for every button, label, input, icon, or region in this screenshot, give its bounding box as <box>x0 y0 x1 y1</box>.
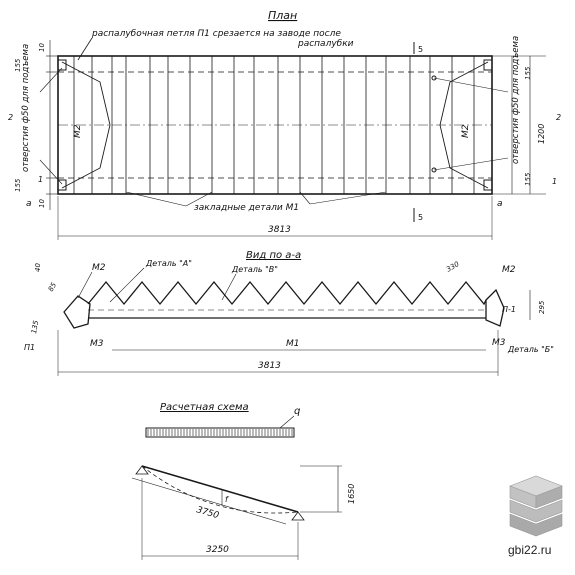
right-hole-note: отверстия ф50 для подъема <box>511 36 521 164</box>
dim-40: 40 <box>34 263 42 272</box>
dim-10-top: 10 <box>38 43 46 52</box>
left-hole-leader-bottom <box>39 159 63 185</box>
dim-330: 330 <box>445 260 461 274</box>
corner-block-br <box>483 179 493 191</box>
section-5-top: 5 <box>418 45 423 54</box>
logo-layer-mid <box>509 499 563 523</box>
left-hole-note: отверстия ф50 для подъема <box>21 44 31 172</box>
dim-3750: 3750 <box>195 505 220 521</box>
dim-3750-line <box>131 477 287 525</box>
load-bar <box>145 427 295 438</box>
left-num-2: 2 <box>8 113 13 122</box>
scheme-title: Расчетная схема <box>160 402 249 413</box>
dim-1200: 1200 <box>537 124 546 144</box>
load-q: q <box>294 406 300 417</box>
plan-view: План распалубочная петля П1 срезается на… <box>8 9 561 240</box>
embedded-label: закладные детали М1 <box>194 203 299 213</box>
plan-m2-left: М2 <box>73 124 83 138</box>
dim-1650: 1650 <box>347 484 356 504</box>
hole-marker-top <box>431 75 437 81</box>
corner-block-bl <box>57 179 67 191</box>
right-end-block <box>485 288 505 327</box>
dim-135: 135 <box>30 319 40 334</box>
view-width-dim: 3813 <box>258 361 281 371</box>
m2-left-leader <box>77 271 93 299</box>
plan-width-dim: 3813 <box>268 225 291 235</box>
m1-label: М1 <box>286 339 300 349</box>
detail-a-label: Деталь "А" <box>145 259 192 268</box>
dim-85: 85 <box>47 281 59 293</box>
corner-block-tr <box>483 59 493 71</box>
load-hatch <box>147 429 293 436</box>
sawtooth-profile <box>87 280 487 306</box>
plan-note-line2: распалубки <box>297 39 354 49</box>
dim-295: 295 <box>538 300 546 314</box>
deflection-f: f <box>225 495 229 504</box>
plan-m2-right: М2 <box>461 124 471 138</box>
embedded-leader <box>125 191 187 207</box>
beam <box>141 465 299 513</box>
right-section-a: а <box>497 199 503 209</box>
support-right <box>291 511 305 521</box>
plan-title: План <box>268 9 297 22</box>
side-view: Вид по а-а М2 Деталь "А" Деталь "В" М2 П… <box>24 250 554 376</box>
right-hole-leader-top <box>433 77 509 93</box>
embedded-leader <box>309 191 387 205</box>
detail-b-label: Деталь "В" <box>231 265 278 274</box>
load-q-leader <box>279 415 295 429</box>
right-lift-strap <box>439 61 489 189</box>
dim-3250: 3250 <box>206 545 229 555</box>
support-left <box>135 465 149 475</box>
left-lift-strap <box>61 61 111 189</box>
left-section-a: а <box>26 199 32 209</box>
detail-v-label: Деталь "Б" <box>507 345 554 354</box>
hole-marker-bottom <box>431 167 437 173</box>
corner-block-tl <box>57 59 67 71</box>
m3-right-label: М3 <box>492 338 506 348</box>
left-hole-leader-top <box>39 67 63 93</box>
left-num-1: 1 <box>38 175 43 184</box>
p1-left-label: П1 <box>24 343 35 352</box>
embedded-leader <box>185 191 213 207</box>
plan-note-line1: распалубочная петля П1 срезается на заво… <box>91 29 341 39</box>
view-title: Вид по а-а <box>246 250 301 261</box>
logo-layer-bottom <box>509 513 563 537</box>
right-hole-leader-bottom <box>433 157 509 171</box>
right-num-2: 2 <box>556 113 561 122</box>
detail-a-leader <box>109 267 145 303</box>
detail-b-leader <box>221 273 237 301</box>
dim-155-tr: 155 <box>524 66 532 80</box>
dim-155-br: 155 <box>524 172 532 186</box>
dim-155-bl: 155 <box>14 178 22 192</box>
m2-left-label: М2 <box>92 263 106 273</box>
logo-layer-side <box>535 485 563 509</box>
m3-left-label: М3 <box>90 339 104 349</box>
dim-155-tl: 155 <box>14 58 22 72</box>
p1-right-label: П-1 <box>502 305 516 314</box>
section-5-bottom: 5 <box>418 213 423 222</box>
calc-scheme: Расчетная схема q f 3750 3250 1650 <box>131 402 356 560</box>
dim-10-bl: 10 <box>38 199 46 208</box>
left-end-block <box>63 295 91 329</box>
site-logo: gbi22.ru <box>508 475 563 557</box>
m2-right-label: М2 <box>502 265 516 275</box>
site-url[interactable]: gbi22.ru <box>508 543 551 557</box>
plan-ribs <box>73 56 475 194</box>
embedded-leader <box>299 191 311 205</box>
right-num-1: 1 <box>552 177 557 186</box>
